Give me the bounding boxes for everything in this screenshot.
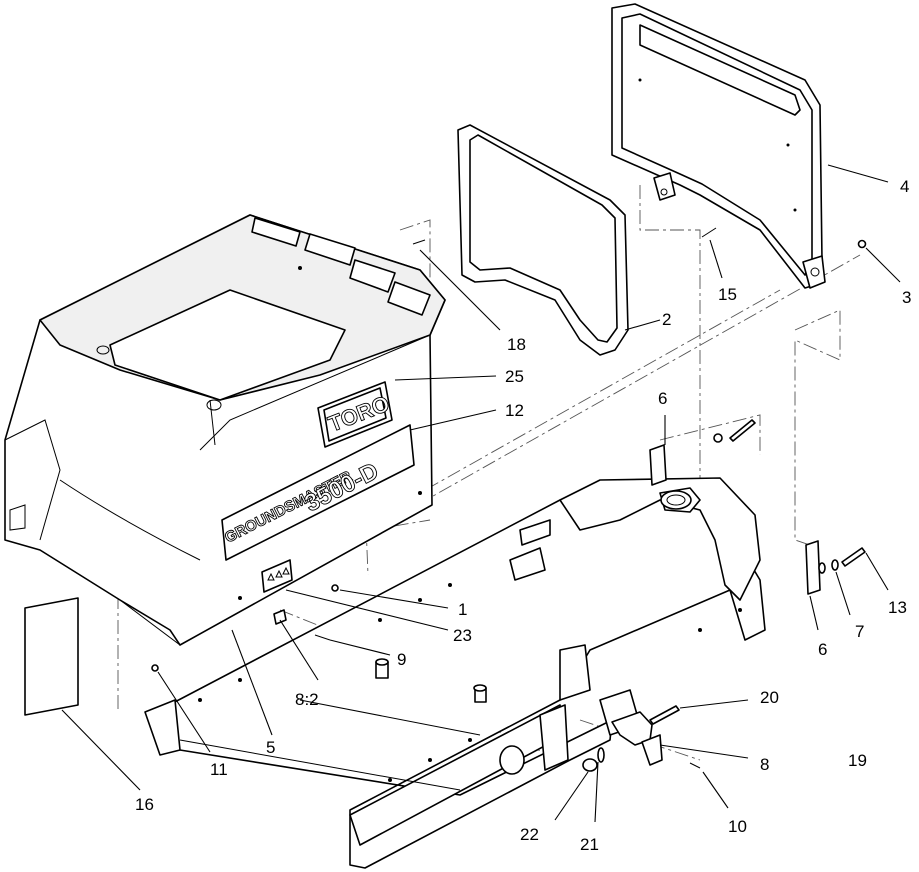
callout-20: 20 xyxy=(760,688,779,707)
callouts: 1 2 3 4 5 6 6 7 8 8:2 9 10 11 12 13 15 1… xyxy=(135,177,911,854)
hardware xyxy=(151,227,867,772)
screw-1 xyxy=(331,584,339,592)
callout-4: 4 xyxy=(900,177,909,196)
callout-10: 10 xyxy=(728,817,747,836)
callout-19: 19 xyxy=(848,751,867,770)
callout-6-bottom: 6 xyxy=(818,640,827,659)
screw-15 xyxy=(701,227,717,238)
bracket-6-right xyxy=(805,540,821,595)
callout-2: 2 xyxy=(662,310,671,329)
hood-seal xyxy=(457,124,629,356)
callout-1: 1 xyxy=(458,600,467,619)
rear-panel xyxy=(611,3,826,289)
callout-21: 21 xyxy=(580,835,599,854)
callout-9: 9 xyxy=(397,650,406,669)
callout-12: 12 xyxy=(505,401,524,420)
callout-18: 18 xyxy=(507,335,526,354)
bolt-top xyxy=(729,419,756,442)
leader-lines xyxy=(61,164,901,823)
bolt-13 xyxy=(841,547,866,567)
callout-13: 13 xyxy=(888,598,907,617)
washer-7 xyxy=(831,559,839,571)
washer-21 xyxy=(597,747,605,763)
callout-8-2: 8:2 xyxy=(295,690,319,709)
callout-22: 22 xyxy=(520,825,539,844)
callout-23: 23 xyxy=(453,626,472,645)
callout-7: 7 xyxy=(855,622,864,641)
callout-11: 11 xyxy=(210,760,228,779)
clip-11 xyxy=(151,664,159,672)
callout-5: 5 xyxy=(266,738,275,757)
decal-sheet xyxy=(24,597,79,716)
bracket-6-left xyxy=(649,444,667,486)
bolt-20 xyxy=(649,705,680,725)
screw-18 xyxy=(412,239,426,245)
callout-8: 8 xyxy=(760,755,769,774)
callout-3: 3 xyxy=(902,288,911,307)
callout-15: 15 xyxy=(718,285,737,304)
callout-25: 25 xyxy=(505,367,524,386)
nut-22 xyxy=(582,758,598,772)
nut-3 xyxy=(857,239,867,249)
warning-decal xyxy=(261,559,293,593)
pin-10 xyxy=(689,762,701,769)
callout-6-top: 6 xyxy=(658,389,667,408)
hood: TORO GROUNDSMASTER 3500-D xyxy=(4,214,446,646)
callout-16: 16 xyxy=(135,795,154,814)
